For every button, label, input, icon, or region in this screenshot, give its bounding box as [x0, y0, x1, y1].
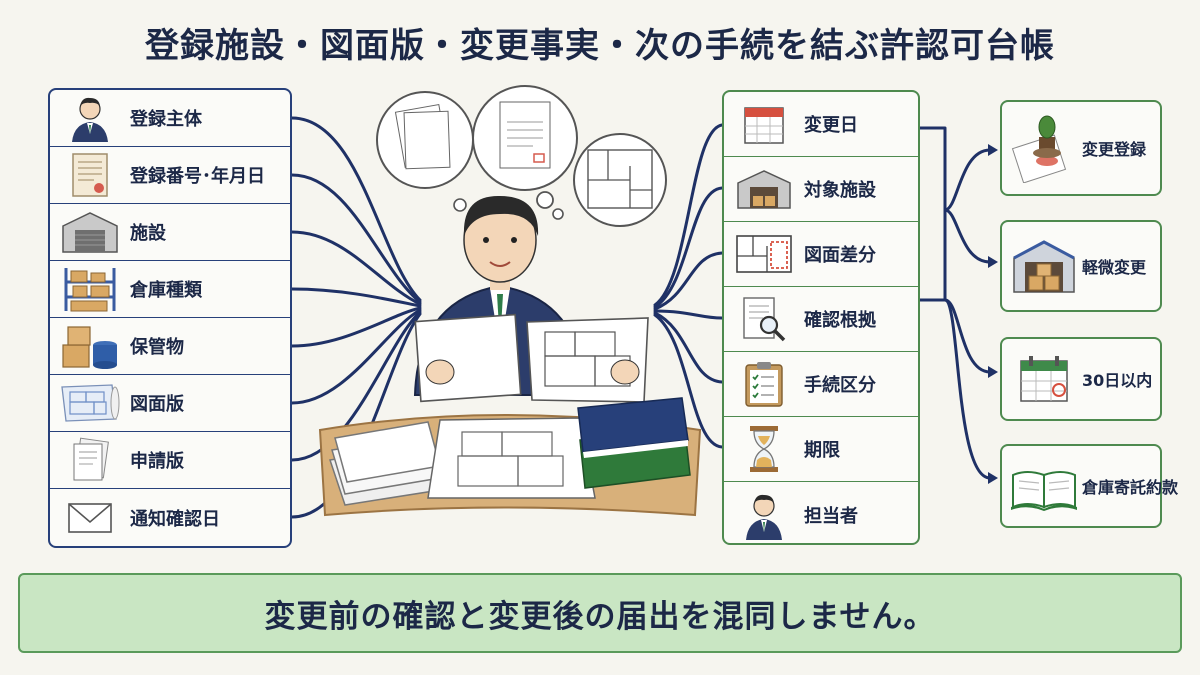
outcome-label: 30日以内	[1082, 371, 1153, 390]
arrowhead-3	[988, 366, 998, 378]
desk-floorplan	[427, 417, 596, 499]
mid-item-label: 図面差分	[804, 245, 876, 266]
held-floorplan	[526, 317, 649, 403]
connector-left-5	[290, 306, 422, 348]
left-item-facility: 施設	[50, 204, 290, 261]
warehouse-boxes-icon	[1006, 231, 1082, 301]
binders	[577, 397, 691, 489]
paper-stack	[329, 421, 441, 506]
mid-item-change-date: 変更日	[724, 92, 918, 157]
left-item-label: 登録主体	[130, 109, 202, 130]
left-item-label: 施設	[130, 223, 166, 244]
mid-item-person-in-charge: 担当者	[724, 482, 918, 547]
left-item-label: 登録番号･年月日	[130, 166, 265, 187]
checklist-clipboard-icon	[724, 358, 804, 410]
mid-item-procedure-type: 手続区分	[724, 352, 918, 417]
envelope-icon	[50, 492, 130, 544]
outcome-label: 軽微変更	[1082, 258, 1147, 277]
outcome-minor-change: 軽微変更	[1000, 220, 1162, 312]
summary-banner: 変更前の確認と変更後の届出を混同しません。	[18, 573, 1182, 653]
connector-mid-3	[653, 251, 724, 311]
registration-attributes-panel: 登録主体 登録番号･年月日 施設 倉庫種類 保管物 図面版 申請版	[48, 88, 292, 548]
mid-item-label: 変更日	[804, 115, 858, 136]
mid-item-target-facility: 対象施設	[724, 157, 918, 222]
connector-mid-2	[653, 186, 724, 309]
thought-bubble-form	[472, 85, 578, 191]
calendar-marked-icon	[1006, 344, 1082, 414]
left-item-application-version: 申請版	[50, 432, 290, 489]
shelving-icon	[50, 263, 130, 315]
arrowhead-4	[988, 472, 998, 484]
left-item-stored-goods: 保管物	[50, 318, 290, 375]
mid-item-label: 担当者	[804, 505, 858, 527]
blueprint-icon	[50, 377, 130, 429]
left-item-label: 保管物	[130, 337, 184, 358]
change-record-panel: 変更日 対象施設 図面差分 確認根拠 手続区分 期限 担当者	[722, 90, 920, 545]
warehouse-icon	[724, 163, 804, 215]
magnifier-document-icon	[724, 293, 804, 345]
connector-left-1	[290, 116, 422, 302]
thought-bubble-floorplan	[573, 133, 667, 227]
arrowhead-1	[988, 144, 998, 156]
connector-mid-4	[653, 309, 724, 320]
mid-item-deadline: 期限	[724, 417, 918, 482]
person-icon	[724, 489, 804, 541]
outcome-change-registration: 変更登録	[1000, 100, 1162, 196]
left-item-label: 倉庫種類	[130, 280, 202, 301]
left-item-registrant: 登録主体	[50, 90, 290, 147]
branch-2	[943, 208, 992, 264]
mid-item-basis: 確認根拠	[724, 287, 918, 352]
left-item-label: 通知確認日	[130, 508, 220, 530]
connector-left-2	[290, 173, 422, 304]
thought-bubble-documents	[376, 91, 474, 189]
document-stack-icon	[50, 434, 130, 486]
outcome-within-30-days: 30日以内	[1000, 337, 1162, 421]
page-title: 登録施設・図面版・変更事実・次の手続を結ぶ許認可台帳	[145, 26, 1055, 66]
calendar-icon	[724, 98, 804, 150]
open-book-icon	[1006, 451, 1082, 521]
left-item-notice-date: 通知確認日	[50, 489, 290, 546]
boxes-barrel-icon	[50, 320, 130, 372]
warehouse-icon	[50, 206, 130, 258]
floorplan-diff-icon	[724, 228, 804, 280]
left-item-drawing-version: 図面版	[50, 375, 290, 432]
person-icon	[50, 92, 130, 144]
left-item-label: 図面版	[130, 394, 184, 415]
mid-item-label: 期限	[804, 440, 840, 461]
mid-item-drawing-diff: 図面差分	[724, 222, 918, 287]
left-item-registration-number: 登録番号･年月日	[50, 147, 290, 204]
mid-item-label: 対象施設	[804, 180, 876, 201]
outcome-label: 変更登録	[1082, 140, 1147, 159]
outcome-label: 倉庫寄託約款	[1082, 478, 1179, 497]
certificate-icon	[50, 149, 130, 201]
hourglass-icon	[724, 423, 804, 475]
stamp-icon	[1006, 113, 1082, 183]
arrowhead-2	[988, 256, 998, 268]
connector-mid-5	[653, 311, 724, 384]
branch-4	[943, 298, 992, 480]
connector-left-7	[290, 310, 422, 462]
connector-mid-6	[653, 313, 724, 449]
connector-left-3	[290, 230, 422, 306]
connector-left-6	[290, 308, 422, 405]
outcome-warehouse-deposit-terms: 倉庫寄託約款	[1000, 444, 1178, 528]
mid-item-label: 確認根拠	[804, 310, 876, 331]
mid-item-label: 手続区分	[804, 375, 876, 396]
left-item-label: 申請版	[130, 451, 184, 472]
connector-left-4	[290, 287, 422, 308]
held-document	[414, 313, 522, 403]
connector-mid-1	[653, 123, 724, 307]
branch-1	[943, 148, 992, 212]
left-item-warehouse-type: 倉庫種類	[50, 261, 290, 318]
